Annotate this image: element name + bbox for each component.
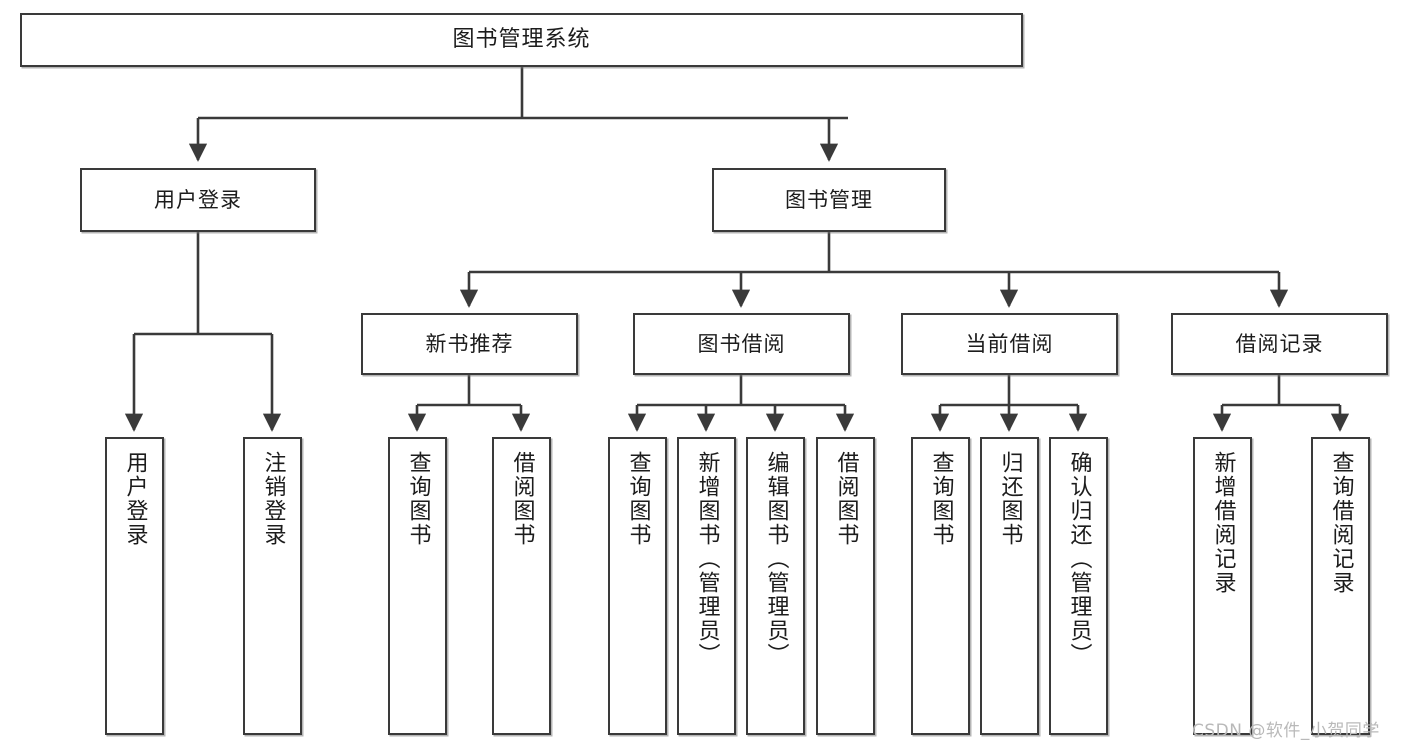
node-root-label: 图书管理系统 [452,27,591,53]
node-leaf-query-book-3-label: 查询图书 [928,451,954,547]
node-leaf-borrow-book-2[interactable]: 借阅图书 [816,437,875,735]
node-leaf-logout-login-label: 注销登录 [260,451,286,547]
node-new-book-recommend-label: 新书推荐 [425,331,514,356]
node-leaf-add-book-label: 新增图书（管理员） [694,451,720,667]
node-leaf-edit-book[interactable]: 编辑图书（管理员） [746,437,805,735]
node-leaf-user-login-label: 用户登录 [122,451,148,547]
node-leaf-user-login[interactable]: 用户登录 [105,437,164,735]
node-new-book-recommend[interactable]: 新书推荐 [361,313,578,375]
node-leaf-return-book[interactable]: 归还图书 [980,437,1039,735]
node-user-login-label: 用户登录 [154,187,242,212]
node-book-manage-label: 图书管理 [785,187,873,212]
node-leaf-query-book-3[interactable]: 查询图书 [911,437,970,735]
node-current-borrow[interactable]: 当前借阅 [901,313,1118,375]
csdn-watermark: CSDN @软件_小贺同学 [1192,721,1380,741]
node-leaf-confirm-return[interactable]: 确认归还（管理员） [1049,437,1108,735]
node-book-borrow-label: 图书借阅 [697,331,786,356]
node-leaf-borrow-book-1[interactable]: 借阅图书 [492,437,551,735]
node-leaf-edit-book-label: 编辑图书（管理员） [763,451,789,667]
node-leaf-add-record-label: 新增借阅记录 [1210,451,1236,595]
node-current-borrow-label: 当前借阅 [965,331,1054,356]
node-leaf-query-book-2-label: 查询图书 [625,451,651,547]
node-user-login[interactable]: 用户登录 [80,168,316,232]
node-root[interactable]: 图书管理系统 [20,13,1023,67]
node-leaf-query-book-1[interactable]: 查询图书 [388,437,447,735]
node-leaf-query-book-1-label: 查询图书 [405,451,431,547]
node-leaf-add-book[interactable]: 新增图书（管理员） [677,437,736,735]
node-leaf-logout-login[interactable]: 注销登录 [243,437,302,735]
node-book-borrow[interactable]: 图书借阅 [633,313,850,375]
node-leaf-borrow-book-2-label: 借阅图书 [833,451,859,547]
node-leaf-confirm-return-label: 确认归还（管理员） [1066,451,1092,667]
node-book-manage[interactable]: 图书管理 [712,168,946,232]
node-leaf-add-record[interactable]: 新增借阅记录 [1193,437,1252,735]
node-borrow-record[interactable]: 借阅记录 [1171,313,1388,375]
node-leaf-query-record[interactable]: 查询借阅记录 [1311,437,1370,735]
node-borrow-record-label: 借阅记录 [1235,331,1324,356]
node-leaf-borrow-book-1-label: 借阅图书 [509,451,535,547]
node-leaf-return-book-label: 归还图书 [997,451,1023,547]
node-leaf-query-book-2[interactable]: 查询图书 [608,437,667,735]
node-leaf-query-record-label: 查询借阅记录 [1328,451,1354,595]
